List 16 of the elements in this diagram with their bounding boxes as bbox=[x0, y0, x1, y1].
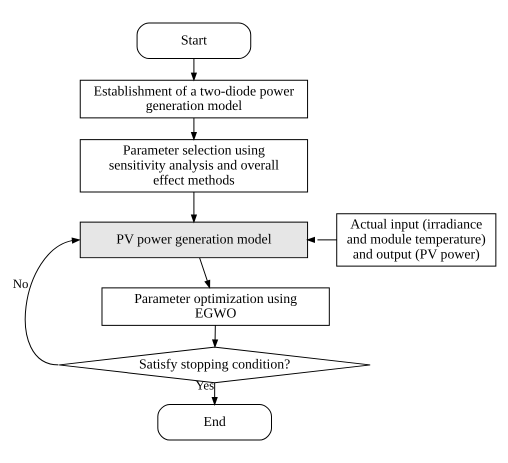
arrow bbox=[190, 58, 198, 82]
node-box: End bbox=[157, 404, 272, 441]
edge-label: No bbox=[12, 277, 28, 292]
arrow bbox=[199, 257, 210, 290]
node-box: Parameter optimization using EGWO bbox=[102, 287, 330, 326]
arrow bbox=[212, 324, 218, 348]
node-box: PV power generation model bbox=[80, 222, 308, 258]
arrow bbox=[212, 382, 218, 406]
node-box: Start bbox=[136, 22, 252, 60]
node-box: Establishment of a two-diode power generation model bbox=[80, 80, 308, 118]
arrow bbox=[24, 238, 81, 366]
arrow bbox=[306, 236, 338, 244]
node-box: Actual input (irradiance and module temperature) and output (PV power) bbox=[336, 213, 496, 267]
node-box: Parameter selection using sensitivity analysis and overall effect methods bbox=[80, 139, 308, 192]
arrow bbox=[190, 192, 198, 224]
arrow bbox=[190, 118, 198, 141]
